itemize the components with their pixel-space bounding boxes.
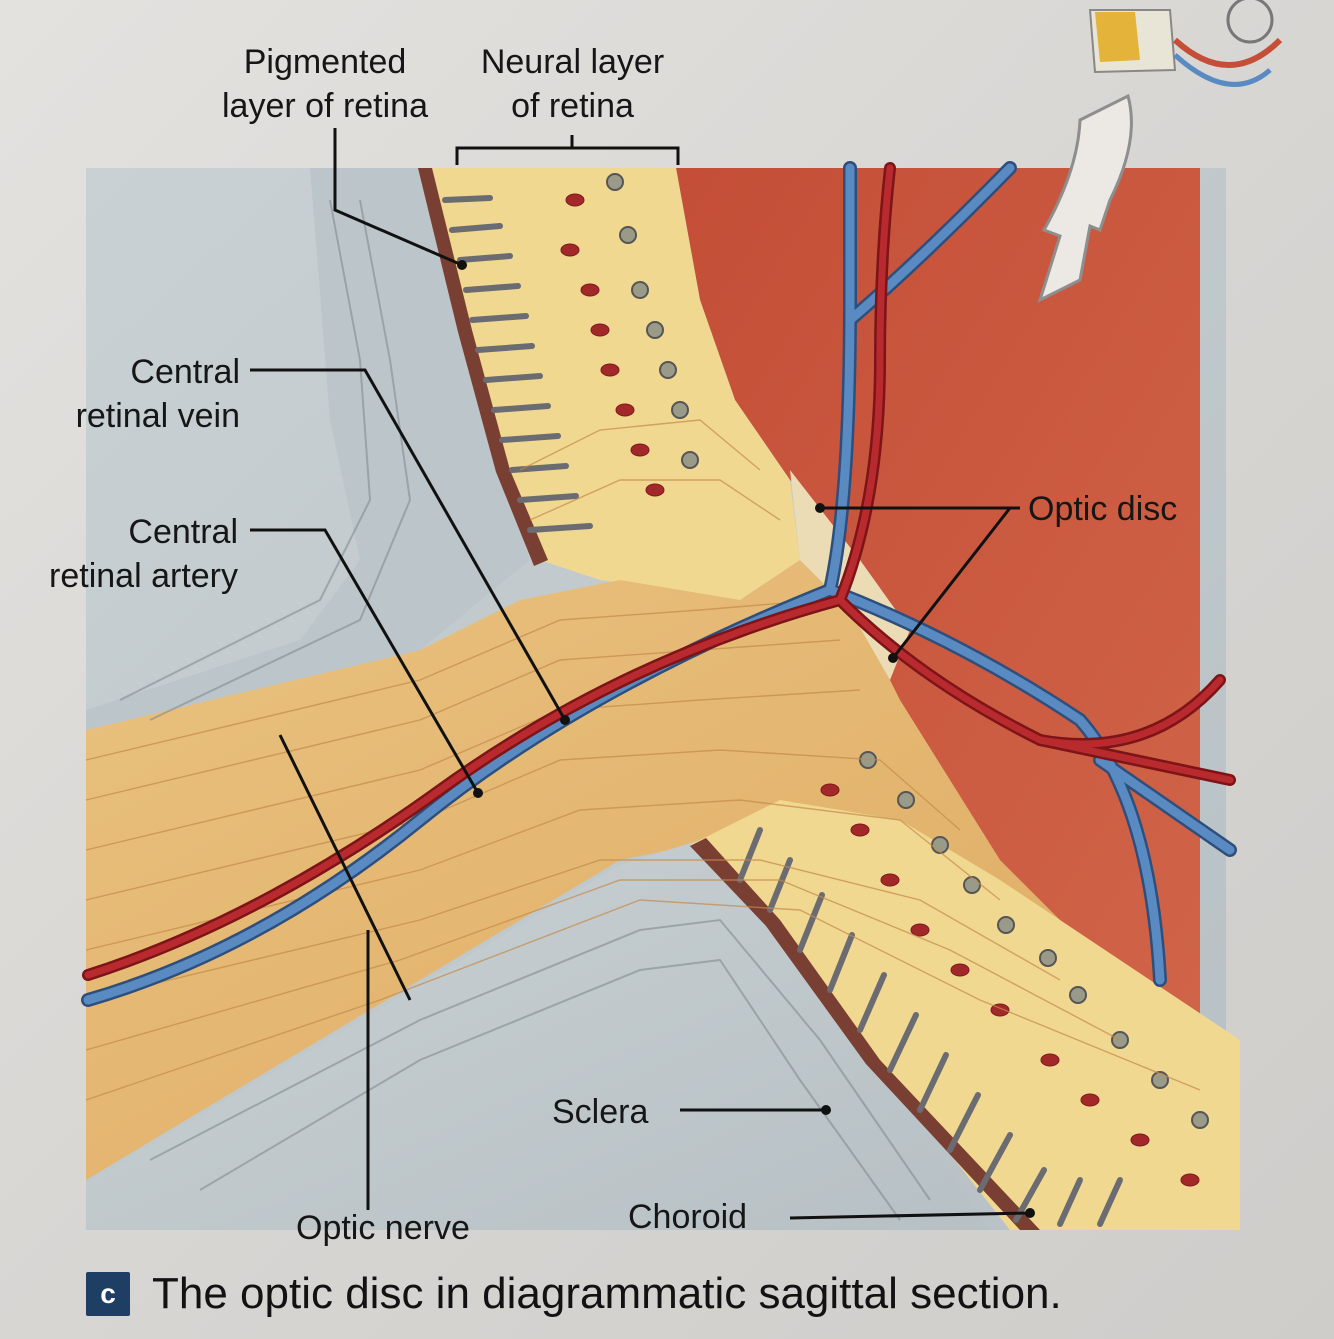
label-central-retinal-artery-line2: retinal artery — [49, 557, 238, 595]
caption-text: The optic disc in diagrammatic sagittal … — [152, 1269, 1062, 1318]
lower-sclera-wedge — [86, 840, 990, 1230]
label-sclera: Sclera — [552, 1093, 649, 1131]
zoom-arrow-icon — [1037, 93, 1133, 303]
leader-lines — [250, 128, 1031, 1220]
ganglion-cells — [606, 173, 1209, 1129]
label-pigmented-layer-line2: layer of retina — [222, 87, 428, 125]
upper-sclera-wedge — [86, 168, 530, 730]
caption-badge: c — [86, 1272, 130, 1316]
neuron-cells — [560, 193, 1200, 1187]
eye-inset-thumbnail — [1088, 0, 1283, 87]
label-central-retinal-artery: Central retinal artery — [10, 510, 238, 598]
label-neural-layer: Neural layer of retina — [460, 40, 685, 128]
upper-photoreceptors — [442, 195, 593, 533]
label-central-retinal-vein-line1: Central — [130, 353, 240, 391]
upper-choroid-strip — [418, 168, 548, 566]
label-neural-layer-line2: of retina — [511, 87, 634, 125]
label-central-retinal-vein-line2: retinal vein — [75, 397, 240, 435]
lower-choroid-strip — [690, 838, 1040, 1230]
label-optic-disc: Optic disc — [1028, 490, 1178, 528]
label-choroid: Choroid — [628, 1198, 748, 1236]
sclera-texture-lines — [119, 199, 931, 1221]
artery-vessels-fill — [84, 164, 1234, 979]
label-pigmented-layer-line1: Pigmented — [243, 43, 407, 81]
label-central-retinal-vein: Central retinal vein — [20, 350, 240, 438]
lower-photoreceptors — [737, 827, 1123, 1227]
lower-retina-band — [690, 800, 1240, 1230]
label-neural-layer-line1: Neural layer — [480, 43, 665, 81]
label-optic-nerve: Optic nerve — [296, 1209, 470, 1247]
label-pigmented-layer: Pigmented layer of retina — [195, 40, 455, 128]
label-central-retinal-artery-line1: Central — [128, 513, 238, 551]
optic-nerve-fibers — [86, 560, 1240, 1180]
leader-dots — [457, 260, 1035, 1218]
